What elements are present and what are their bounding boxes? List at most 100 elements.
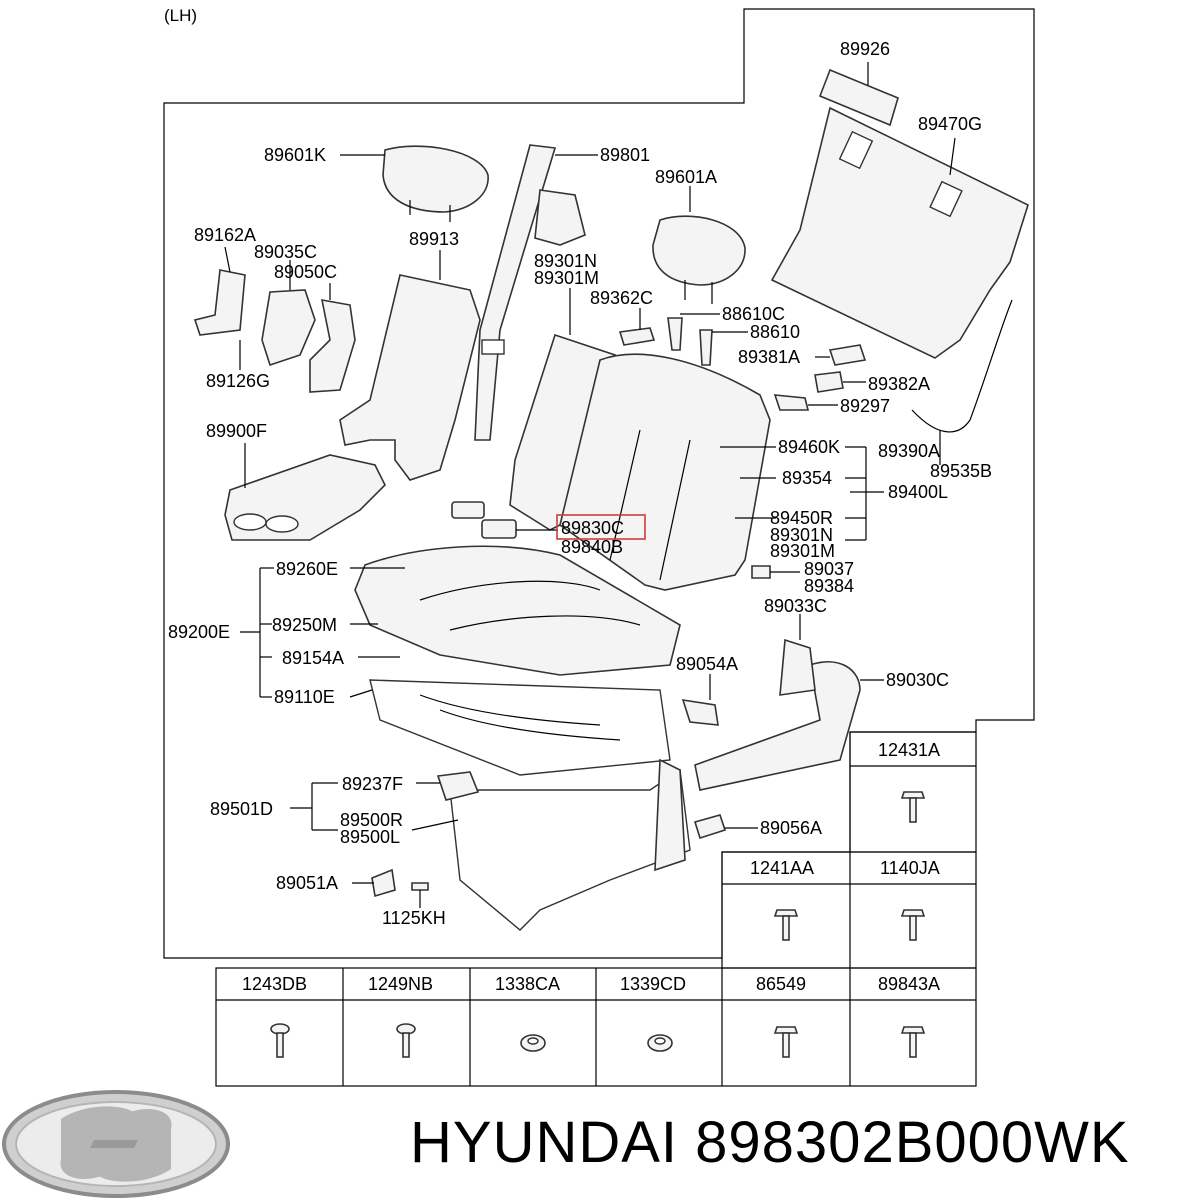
bolt-88610: [667, 317, 683, 351]
callout-88610: 88610: [750, 322, 800, 342]
headrest-left: [382, 145, 489, 222]
callout-89362C: 89362C: [590, 288, 653, 308]
nut-icon-1339CD: [647, 1034, 673, 1052]
callout-89260E: 89260E: [276, 559, 338, 579]
callout-89500L: 89500L: [340, 827, 400, 847]
cell-label-89843A: 89843A: [878, 974, 940, 994]
seat-cushion: [354, 545, 681, 676]
cell-label-1249NB: 1249NB: [368, 974, 433, 994]
callout-89535B: 89535B: [930, 461, 992, 481]
callout-89913: 89913: [409, 229, 459, 249]
callout-89470G: 89470G: [918, 114, 982, 134]
callout-88610C: 88610C: [722, 304, 785, 324]
callout-89926: 89926: [840, 39, 890, 59]
callout-89126G: 89126G: [206, 371, 270, 391]
callout-89450R: 89450R: [770, 508, 833, 528]
cell-label-1241AA: 1241AA: [750, 858, 814, 878]
cell-label-1243DB: 1243DB: [242, 974, 307, 994]
bracket-89382A: [814, 371, 844, 393]
seatback-rear-panel: [770, 106, 1029, 359]
screw-icon-1243DB: [270, 1023, 290, 1058]
screw-icon-1140JA: [900, 909, 926, 941]
fastener-table: 12431A 1241AA 1140JA 1243DB 1249NB 1338C…: [215, 731, 977, 1087]
callout-89054A: 89054A: [676, 654, 738, 674]
cap-89051A: [371, 868, 396, 898]
callout-89297: 89297: [840, 396, 890, 416]
cell-label-1140JA: 1140JA: [880, 858, 940, 878]
callout-89250M: 89250M: [272, 615, 337, 635]
clip-89237F: [436, 771, 480, 801]
bracket-89381A: [828, 344, 867, 366]
callout-89381A: 89381A: [738, 347, 800, 367]
callout-89162A: 89162A: [194, 225, 256, 245]
callout-89301N-upper: 89301N: [534, 251, 597, 271]
bracket-89056A: [693, 814, 727, 840]
side-indicator: (LH): [164, 6, 198, 25]
callout-89154A: 89154A: [282, 648, 344, 668]
screw-icon-1249NB: [396, 1023, 416, 1058]
callout-89110E: 89110E: [274, 687, 335, 707]
screw-icon-12431A: [900, 791, 926, 823]
bracket-89297: [773, 394, 810, 411]
callout-89301M-lower: 89301M: [770, 541, 835, 561]
bolt-88610-b: [699, 329, 713, 366]
callout-89801: 89801: [600, 145, 650, 165]
seatbelt-assembly: [474, 144, 586, 441]
callout-89301N-lower: 89301N: [770, 525, 833, 545]
callout-89035C: 89035C: [254, 242, 317, 262]
part-number: 898302B000WK: [695, 1110, 1130, 1175]
part-number-banner: HYUNDAI 898302B000WK: [410, 1108, 1190, 1178]
callout-89400L: 89400L: [888, 482, 948, 502]
seatback-frame-left: [339, 274, 481, 481]
callout-89050C: 89050C: [274, 262, 337, 282]
seat-frame: [369, 679, 671, 776]
callout-89033C: 89033C: [764, 596, 827, 616]
callout-89200E: 89200E: [168, 622, 230, 642]
callout-labels: 89926 89470G 89601K 89801 89601A 89162A …: [168, 39, 992, 928]
callout-89830C: 89830C: [561, 518, 624, 538]
callout-89460K: 89460K: [778, 437, 840, 457]
callout-1125KH: 1125KH: [382, 908, 446, 928]
bracket-89054A: [681, 699, 719, 726]
release-cable: [911, 299, 1013, 433]
tab-89037: [751, 565, 771, 579]
nut-icon-1338CA: [520, 1034, 546, 1052]
callout-89601K: 89601K: [264, 145, 326, 165]
brand-name: HYUNDAI: [410, 1110, 679, 1175]
callout-89840B: 89840B: [561, 537, 623, 557]
headrest-right: [652, 215, 746, 304]
leader-lines: [224, 62, 956, 908]
callout-89056A: 89056A: [760, 818, 822, 838]
bolt-1125KH: [411, 882, 429, 891]
callout-89384: 89384: [804, 576, 854, 596]
callout-89030C: 89030C: [886, 670, 949, 690]
bolt-icon-86549: [773, 1026, 799, 1058]
bracket-cluster-left: [193, 269, 356, 393]
callout-89390A: 89390A: [878, 441, 940, 461]
callout-89301M-upper: 89301M: [534, 268, 599, 288]
callout-89037: 89037: [804, 559, 854, 579]
callout-89501D: 89501D: [210, 799, 273, 819]
callout-89500R: 89500R: [340, 810, 403, 830]
bracket-89362C: [618, 327, 656, 346]
seatback-main: [509, 333, 771, 591]
cell-label-86549: 86549: [756, 974, 806, 994]
callout-89051A: 89051A: [276, 873, 338, 893]
screw-icon-1241AA: [773, 909, 799, 941]
callout-89237F: 89237F: [342, 774, 403, 794]
callout-89354: 89354: [782, 468, 832, 488]
highlight-box: [556, 514, 646, 540]
seatbelt-buckle: [451, 501, 517, 539]
cell-label-1338CA: 1338CA: [495, 974, 560, 994]
hyundai-logo: [2, 1090, 230, 1198]
side-cover: [694, 638, 861, 791]
callout-89601A: 89601A: [655, 167, 717, 187]
cell-label-1339CD: 1339CD: [620, 974, 686, 994]
center-armrest: [224, 454, 386, 541]
bolt-icon-89843A: [900, 1026, 926, 1058]
callout-89900F: 89900F: [206, 421, 267, 441]
cell-label-12431A: 12431A: [878, 740, 940, 760]
seat-track: [449, 758, 691, 931]
clip-89926: [818, 68, 899, 127]
